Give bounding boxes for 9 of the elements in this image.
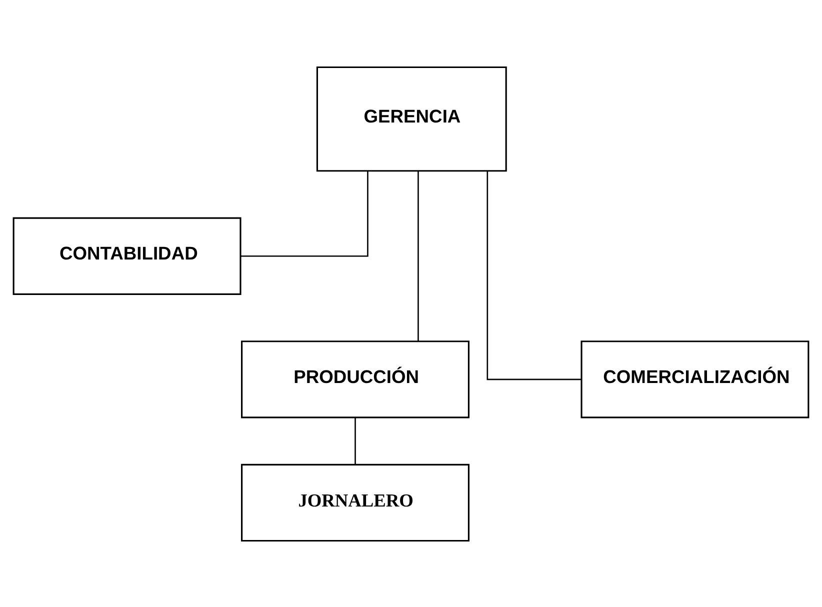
connector [486, 170, 582, 380]
node-box: CONTABILIDAD [12, 216, 242, 294]
node-box: GERENCIA [316, 66, 507, 172]
node-box: PRODUCCIÓN [241, 340, 470, 418]
connector [240, 170, 368, 256]
node-box: COMERCIALIZACIÓN [580, 340, 810, 418]
node-box: JORNALERO [241, 463, 470, 542]
connector [354, 417, 356, 464]
connector [418, 170, 419, 341]
